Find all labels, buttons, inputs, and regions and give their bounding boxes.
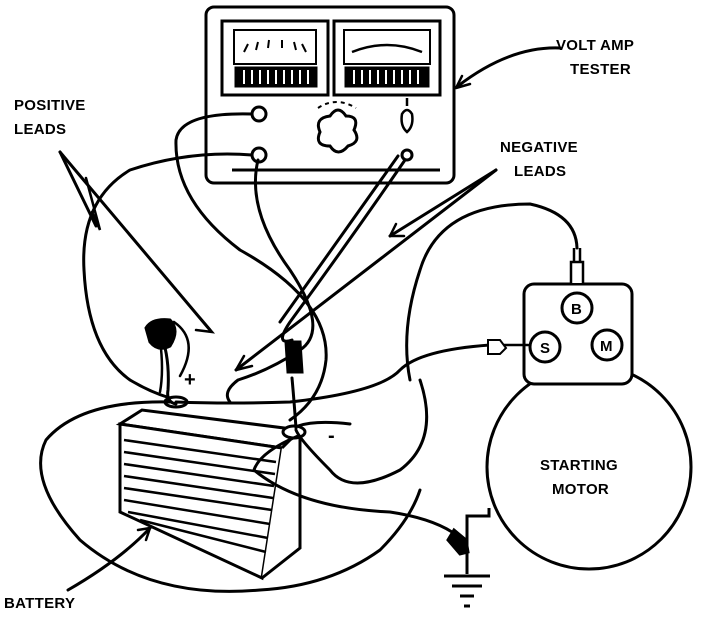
wire-solenoid-b xyxy=(405,202,579,382)
terminal-b[interactable] xyxy=(560,291,594,325)
ground-clip xyxy=(446,527,470,556)
wire-neg-ground xyxy=(252,434,454,534)
label-battery: BATTERY xyxy=(4,595,75,612)
terminal-b-label: B xyxy=(571,301,582,318)
label-starting: STARTING xyxy=(540,457,618,474)
tester-terminal-3[interactable] xyxy=(400,148,414,162)
label-negative-leads: LEADS xyxy=(514,163,566,180)
wire-neg-stub xyxy=(296,420,352,428)
leader-tester xyxy=(456,46,562,88)
label-negative: NEGATIVE xyxy=(500,139,578,156)
wire-neg-1b xyxy=(278,154,400,324)
leader-negative-2 xyxy=(388,168,498,238)
terminal-s[interactable] xyxy=(528,330,562,364)
label-volt-amp: VOLT AMP xyxy=(556,37,634,54)
wire-battery-loop xyxy=(39,400,422,593)
terminal-m[interactable] xyxy=(590,328,624,362)
wire-t2 xyxy=(82,152,254,400)
wires xyxy=(39,46,579,593)
battery xyxy=(115,395,307,581)
text-labels: VOLT AMP TESTER POSITIVE LEADS NEGATIVE … xyxy=(4,37,634,612)
solenoid-clip xyxy=(569,260,585,283)
positive-symbol: + xyxy=(184,369,196,391)
volt-amp-tester xyxy=(204,5,456,185)
leader-negative-1 xyxy=(234,168,498,372)
left-meter xyxy=(220,19,330,97)
terminal-s-label: S xyxy=(540,340,550,357)
wire-lower-loop xyxy=(294,378,429,485)
battery-front xyxy=(118,422,284,581)
leader-positive-1 xyxy=(58,150,98,228)
leader-positive-2 xyxy=(58,150,212,332)
wire-t2b xyxy=(225,158,315,404)
knob-scale xyxy=(317,101,357,109)
selector-knob[interactable] xyxy=(316,108,359,154)
terminal-m-label: M xyxy=(600,338,613,355)
starting-motor xyxy=(465,248,693,574)
toggle-switch[interactable] xyxy=(400,108,414,134)
leader-battery xyxy=(66,526,152,592)
wire-t1 xyxy=(174,112,328,422)
ground-wire xyxy=(465,508,491,574)
negative-clip xyxy=(284,340,304,374)
positive-clamp xyxy=(144,318,177,350)
tester-terminal-1[interactable] xyxy=(250,105,268,123)
negative-symbol: - xyxy=(328,425,335,447)
label-positive-leads: LEADS xyxy=(14,121,66,138)
label-positive: POSITIVE xyxy=(14,97,86,114)
wire-neg-1 xyxy=(281,158,407,343)
ground-symbol xyxy=(444,574,490,608)
wire-s-terminal xyxy=(174,343,492,405)
label-tester: TESTER xyxy=(570,61,631,78)
label-motor: MOTOR xyxy=(552,481,609,498)
right-meter xyxy=(332,19,442,97)
